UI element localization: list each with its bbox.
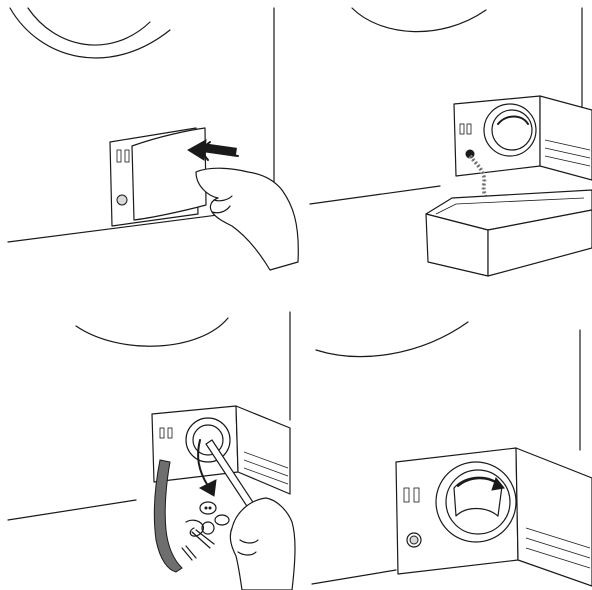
- hose-plug-icon: [117, 195, 127, 205]
- door-arc: [76, 318, 228, 346]
- filter-housing: [152, 406, 290, 494]
- door-arc: [352, 8, 486, 32]
- door-arc-inner: [28, 8, 150, 45]
- filter-housing: [396, 448, 592, 586]
- floor-line: [310, 186, 440, 204]
- hand-icon: [230, 498, 295, 590]
- floor-line: [8, 500, 136, 520]
- panel-close-filter: [312, 322, 592, 586]
- panel-remove-filter: [8, 312, 295, 590]
- hand-icon: [196, 168, 298, 270]
- cover-flap: [132, 128, 206, 220]
- clip-icons: [182, 502, 229, 560]
- door-arc: [316, 322, 468, 357]
- panel-drain-water: [310, 8, 592, 276]
- floor-line: [312, 570, 396, 584]
- panel-open-cover: [8, 8, 298, 270]
- tray-icon: [426, 190, 592, 276]
- filter-housing: [454, 96, 592, 180]
